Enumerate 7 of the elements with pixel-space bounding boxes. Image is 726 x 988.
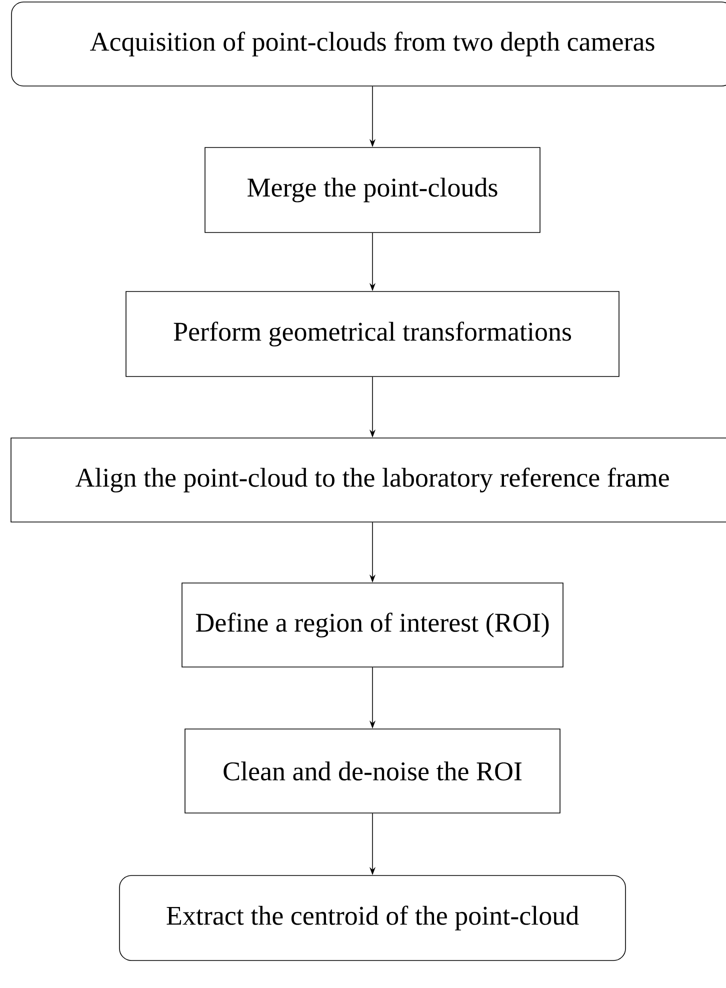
process-box: Align the point-cloud to the laboratory reference frame (10, 438, 726, 522)
terminal-box: Acquisition of point-clouds from two depth cameras (11, 2, 726, 86)
process-box: Define a region of interest (ROI) (182, 582, 564, 668)
process-box: Clean and de-noise the ROI (184, 728, 560, 814)
process-box: Perform geometrical transformations (126, 291, 620, 377)
process-box: Merge the point-clouds (204, 147, 540, 233)
terminal-box: Extract the centroid of the point-cloud (119, 875, 626, 961)
